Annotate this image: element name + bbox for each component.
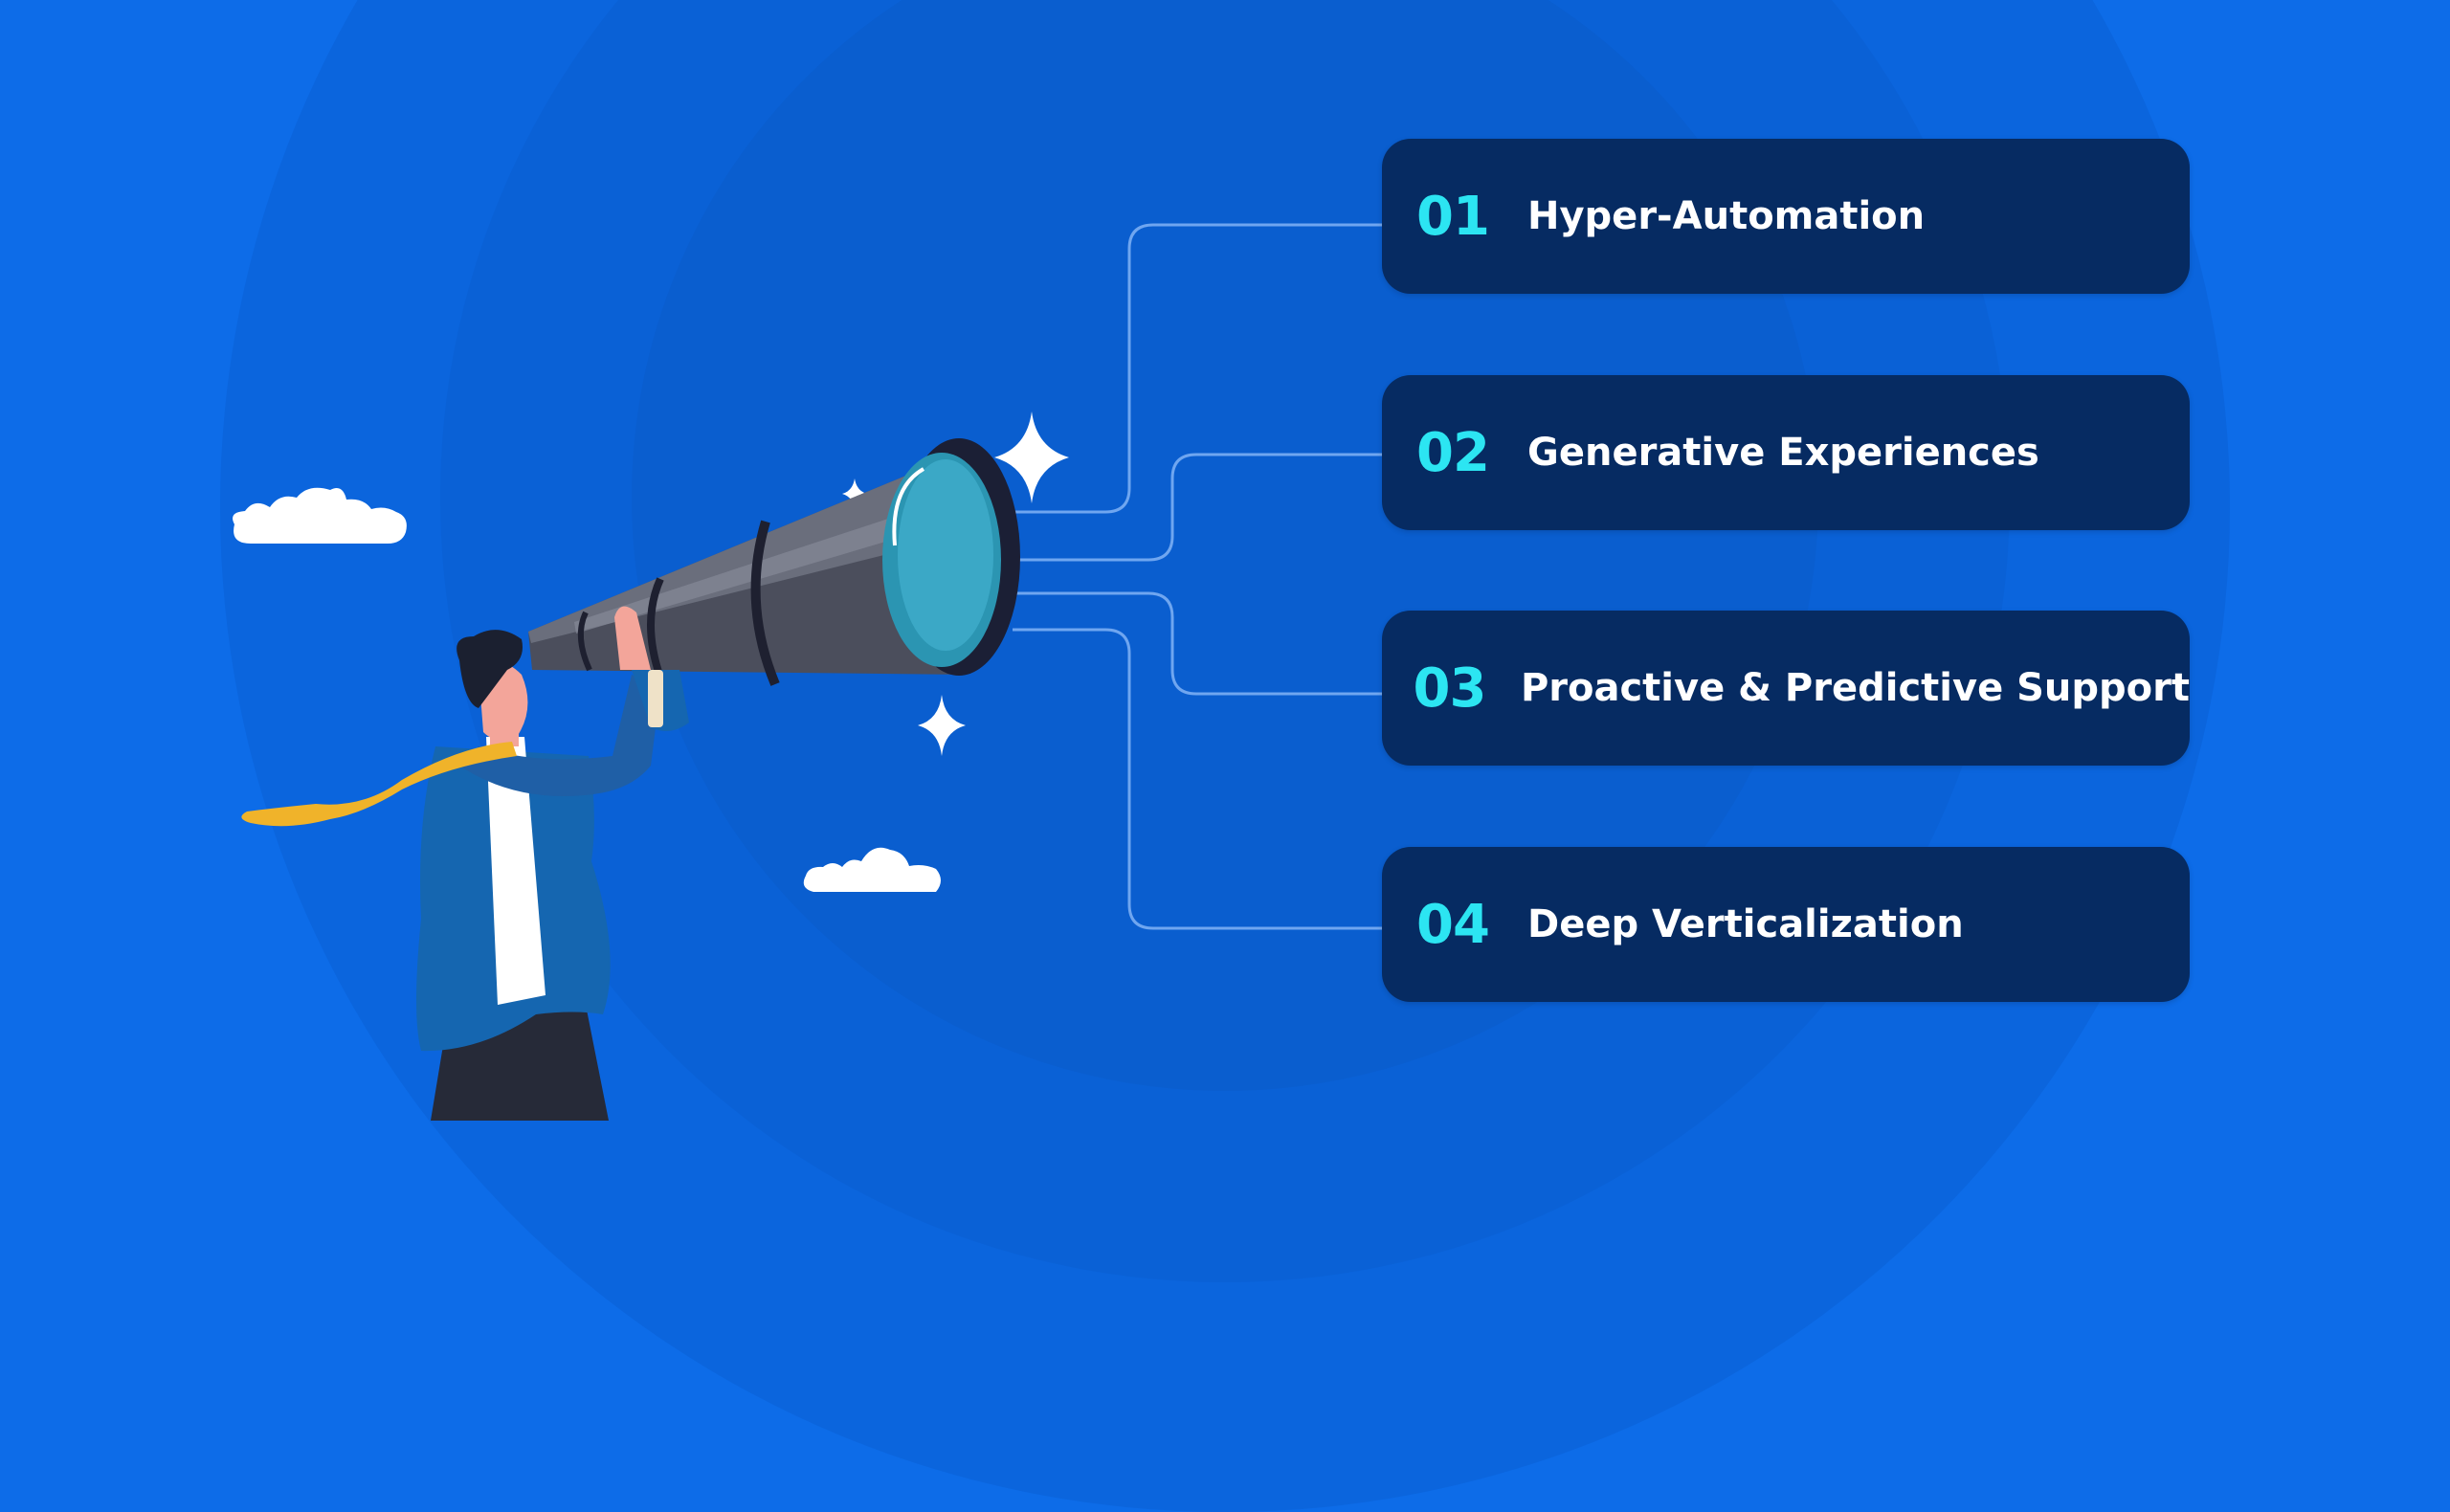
telescope	[528, 438, 1020, 686]
item-label: Deep Verticalization	[1527, 902, 1964, 946]
businessman	[241, 606, 689, 1121]
cloud-icon	[803, 847, 941, 892]
item-number: 03	[1413, 656, 1487, 720]
list-item: 04 Deep Verticalization	[1382, 847, 2190, 1002]
cloud-icon	[233, 487, 407, 544]
sparkle-icon	[994, 411, 1069, 503]
list-item: 03 Proactive & Predictive Support	[1382, 611, 2190, 766]
connector-line-02	[1013, 453, 1382, 562]
item-label: Proactive & Predictive Support	[1520, 666, 2190, 710]
item-label: Hyper-Automation	[1527, 194, 1926, 238]
item-number: 02	[1416, 421, 1490, 484]
sparkle-icon	[918, 695, 966, 756]
connector-line-01	[1013, 223, 1382, 514]
list-item: 02 Generative Experiences	[1382, 375, 2190, 530]
item-number: 04	[1416, 893, 1490, 956]
list-item: 01 Hyper-Automation	[1382, 139, 2190, 294]
item-label: Generative Experiences	[1527, 431, 2039, 475]
illustration	[233, 223, 1382, 1121]
connector-line-03	[1013, 591, 1382, 696]
sparkle-icon	[842, 478, 867, 509]
connector-lines	[1013, 223, 1382, 930]
connector-line-04	[1013, 628, 1382, 930]
item-number: 01	[1416, 185, 1490, 248]
